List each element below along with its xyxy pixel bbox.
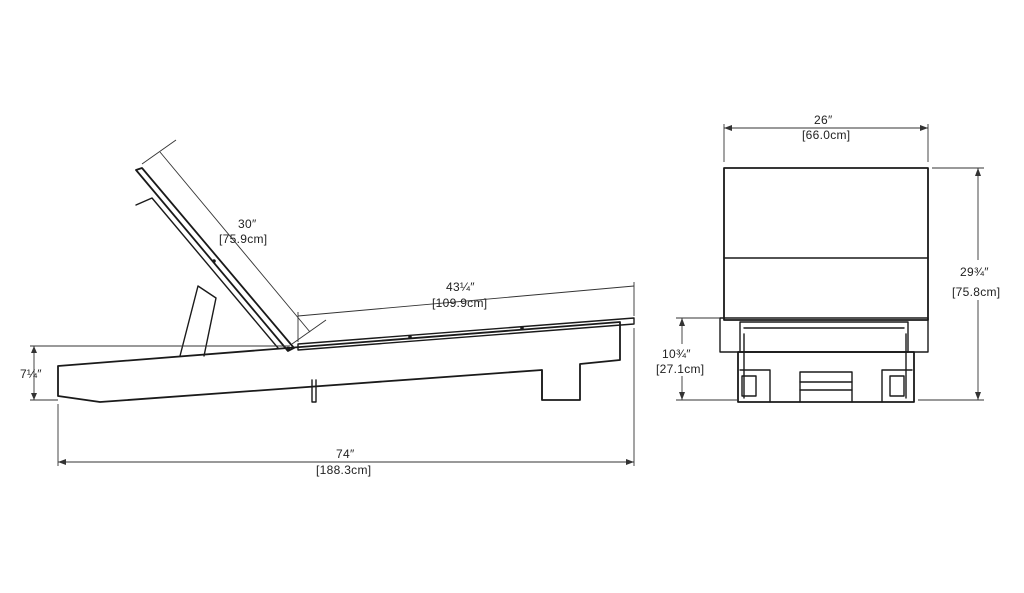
backrest-length-imperial: 30″ [238, 217, 257, 231]
seat-leg-peg [311, 379, 317, 403]
overall-length-metric: [188.3cm] [316, 463, 371, 477]
overall-height-metric: [75.8cm] [952, 285, 1000, 299]
seat-length-imperial: 43¼″ [446, 280, 475, 294]
front-view: 26″ [66.0cm] 29¾″ [75.8cm] 10¾″ [27.1cm] [654, 113, 1004, 403]
wheel-right [889, 375, 905, 397]
backrest-hinge-mark [212, 259, 216, 263]
width-imperial: 26″ [814, 113, 833, 127]
front-base-leg-right [881, 369, 913, 403]
front-base-center-cutout [799, 371, 853, 403]
overall-height-imperial: 29¾″ [960, 265, 989, 279]
seat-height-imperial: 10¾″ [662, 347, 691, 361]
backrest-length-metric: [75.9cm] [219, 232, 267, 246]
front-backrest-panel [723, 167, 929, 321]
backrest [135, 167, 295, 352]
dimension-width: 26″ [66.0cm] [723, 113, 929, 162]
dimension-seat-length: 43¼″ [109.9cm] [297, 280, 635, 342]
front-base [737, 351, 915, 403]
front-height-imperial: 7¼″ [20, 367, 42, 381]
seat-hinge-mark [408, 335, 412, 339]
dimension-backrest-length: 30″ [75.9cm] [141, 139, 327, 345]
width-metric: [66.0cm] [802, 128, 850, 142]
backrest-strut [179, 285, 217, 357]
seat-height-metric: [27.1cm] [656, 362, 704, 376]
front-seat-frame [719, 317, 929, 353]
backrest-rear-panel [135, 197, 279, 349]
overall-length-imperial: 74″ [336, 447, 355, 461]
dimension-overall-height: 29¾″ [75.8cm] [918, 167, 1004, 401]
front-base-leg-left [739, 369, 771, 403]
wheel-left [741, 375, 757, 397]
dimension-front-height: 7¼″ [20, 345, 290, 401]
seat-hinge-mark [520, 326, 524, 330]
dimension-seat-height: 10¾″ [27.1cm] [654, 317, 738, 401]
lounge-base [57, 321, 621, 403]
seat-length-metric: [109.9cm] [432, 296, 487, 310]
backrest-pivot [285, 346, 291, 352]
side-view: 30″ [75.9cm] 43¼″ [109.9cm] 7¼″ [20, 139, 635, 477]
dimension-overall-length: 74″ [188.3cm] [57, 328, 635, 477]
